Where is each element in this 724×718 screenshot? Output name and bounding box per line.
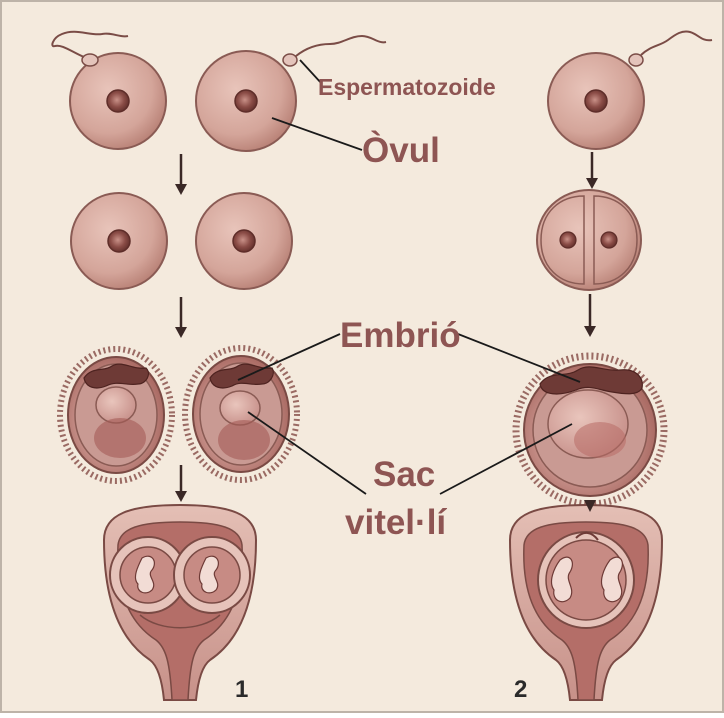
sperm-label: Espermatozoide xyxy=(318,74,496,101)
two-cell-embryo-right xyxy=(537,190,641,290)
zygote-left-2 xyxy=(196,193,292,289)
yolk-sac-label-line2: vitel·lí xyxy=(345,503,446,543)
ovum-right xyxy=(548,53,644,149)
embryo-label: Embrió xyxy=(340,316,461,356)
yolk-sac-label-line1: Sac xyxy=(373,455,435,495)
case-number-1: 1 xyxy=(235,676,248,704)
ovum-left-1 xyxy=(70,53,166,149)
ovum-label: Òvul xyxy=(362,131,440,171)
zygote-left-1 xyxy=(71,193,167,289)
case-number-2: 2 xyxy=(514,676,527,704)
ovum-left-2 xyxy=(196,51,296,151)
